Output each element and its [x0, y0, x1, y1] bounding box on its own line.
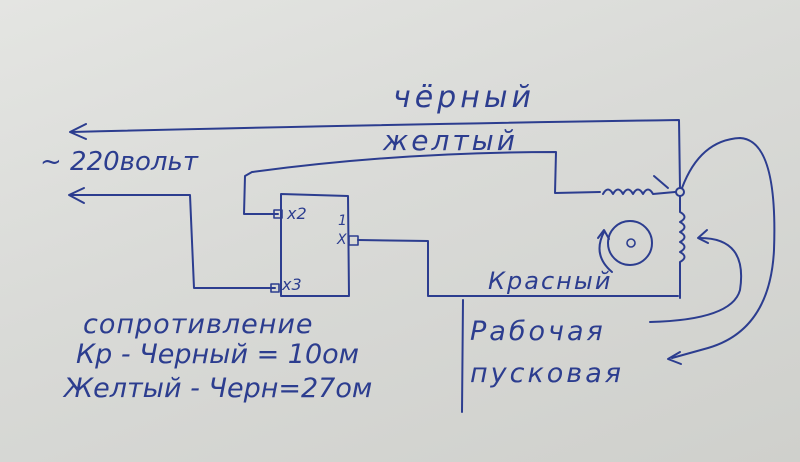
black-wire-label: чёрный — [393, 80, 535, 115]
motor-rotor-icon — [607, 220, 653, 266]
relay-box — [280, 193, 350, 297]
mains-arrow-top-icon — [69, 123, 87, 140]
black-wire — [71, 119, 681, 189]
red-wire — [357, 239, 679, 297]
working-winding-label: Рабочая — [470, 316, 606, 347]
divider-line — [461, 299, 464, 413]
arrow-to-work-label-icon — [697, 229, 709, 244]
terminal-x1-bottom-label: X — [336, 232, 347, 248]
terminal-x3-label: x3 — [281, 275, 302, 294]
mains-label: ~ 220вольт — [40, 147, 199, 177]
terminal-x1-pin — [348, 235, 359, 246]
arrow-to-start-label-icon — [667, 351, 682, 365]
terminal-x1-top-label: 1 — [338, 213, 347, 229]
main-coil-icon — [679, 195, 686, 299]
yellow-wire — [243, 151, 601, 215]
rotor-shaft-icon — [626, 238, 636, 248]
diagonal-wire — [653, 175, 669, 189]
rotation-arrow-icon — [598, 231, 613, 273]
rotation-arrowhead-icon — [597, 229, 610, 240]
start-coil-icon — [602, 188, 676, 195]
right-side-wire — [671, 137, 776, 359]
start-winding-label: пусковая — [470, 358, 624, 389]
resistance-title: сопротивление — [83, 309, 314, 340]
terminal-x2-pin — [273, 209, 283, 219]
mains-wire-bottom — [69, 194, 276, 289]
terminal-node-icon — [675, 187, 685, 197]
inner-loop-wire — [649, 237, 743, 323]
resistance-line-2: Желтый - Черн=27ом — [62, 373, 372, 404]
terminal-x2-label: x2 — [286, 204, 307, 223]
terminal-x3-pin — [270, 283, 280, 293]
yellow-wire-label: желтый — [382, 124, 518, 157]
mains-arrow-bottom-icon — [68, 187, 85, 204]
resistance-line-1: Кр - Черный = 10ом — [76, 339, 359, 370]
red-wire-label: Красный — [488, 267, 612, 295]
